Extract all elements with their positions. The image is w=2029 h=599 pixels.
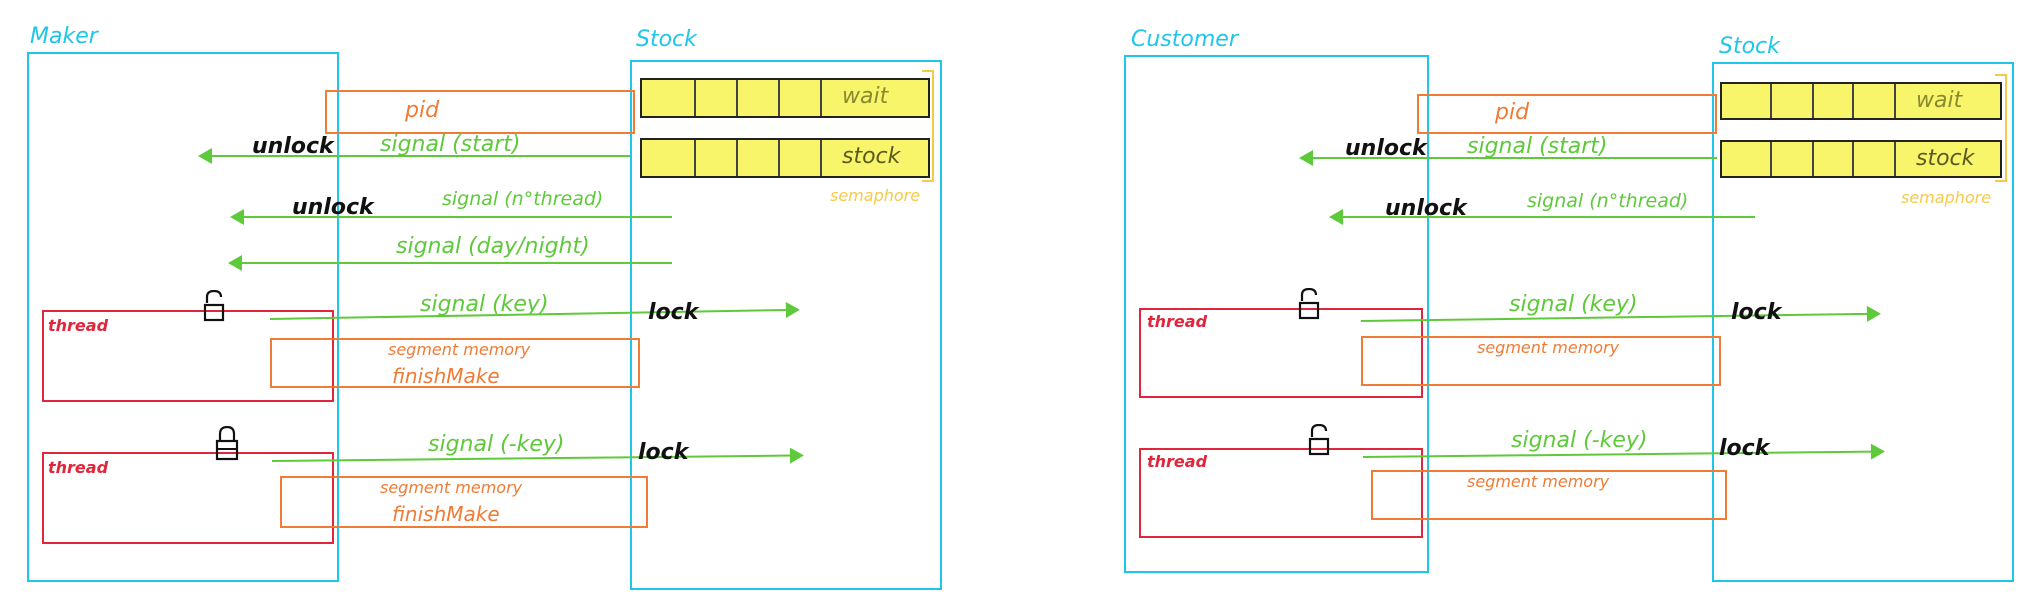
semaphore-bracket — [922, 70, 934, 182]
wait-label-2: wait — [1916, 88, 1963, 113]
wait-queue-2: wait — [1720, 82, 2002, 120]
semaphore-bracket-2 — [1995, 74, 2007, 182]
signal-daynight-arrow — [240, 262, 672, 264]
stock-title: Stock — [636, 27, 697, 52]
thread-label-2: thread — [48, 458, 109, 477]
customer-box — [1124, 55, 1429, 573]
signal-nthread-arrow-2 — [1341, 216, 1755, 218]
pid-label-2: pid — [1495, 100, 1530, 125]
stock-title-2: Stock — [1719, 34, 1780, 59]
signal-nthread-label: signal (n°thread) — [442, 188, 604, 210]
segment-memory-label-3: segment memory — [1477, 338, 1620, 357]
thread-box-4 — [1139, 448, 1423, 538]
signal-key-label-3: signal (key) — [1509, 292, 1638, 317]
maker-panel: Maker Stock pid wait stock semaphore unl… — [0, 0, 1000, 599]
segment-memory-box-4 — [1371, 470, 1727, 520]
signal-start-arrow — [210, 155, 630, 157]
segment-memory-label-2: segment memory — [380, 478, 523, 497]
signal-start-label: signal (start) — [380, 132, 521, 157]
segment-memory-label-4: segment memory — [1467, 472, 1610, 491]
customer-title: Customer — [1131, 27, 1238, 52]
signal-nthread-label-2: signal (n°thread) — [1527, 190, 1689, 212]
lock-label-2: lock — [638, 440, 689, 465]
pid-label: pid — [405, 98, 440, 123]
thread-label-3: thread — [1147, 312, 1208, 331]
thread-label-4: thread — [1147, 452, 1208, 471]
unlocked-padlock-icon-2 — [1298, 288, 1320, 320]
unlock-label-3: unlock — [1345, 136, 1427, 161]
maker-title: Maker — [30, 24, 98, 49]
thread-label-1: thread — [48, 316, 109, 335]
wait-queue: wait — [640, 78, 930, 118]
stock-label-2: stock — [1916, 146, 1975, 171]
lock-label-1: lock — [648, 300, 699, 325]
unlocked-padlock-icon — [203, 290, 225, 322]
stock-queue-2: stock — [1720, 140, 2002, 178]
semaphore-label: semaphore — [830, 186, 921, 205]
finish-make-label-2: finishMake — [392, 502, 500, 526]
signal-key-label-1: signal (key) — [420, 292, 549, 317]
signal-key-label-2: signal (-key) — [428, 432, 565, 457]
thread-box-3 — [1139, 308, 1423, 398]
thread-box-1 — [42, 310, 334, 402]
signal-nthread-arrow — [242, 216, 672, 218]
lock-label-4: lock — [1719, 436, 1770, 461]
thread-box-2 — [42, 452, 334, 544]
signal-key-label-4: signal (-key) — [1511, 428, 1648, 453]
unlock-label-4: unlock — [1385, 196, 1467, 221]
stock-label: stock — [842, 144, 901, 169]
unlocked-padlock-icon-3 — [1308, 424, 1330, 456]
stock-queue: stock — [640, 138, 930, 178]
wait-label: wait — [842, 84, 889, 109]
pid-box-2 — [1417, 94, 1717, 134]
signal-start-label-2: signal (start) — [1467, 134, 1608, 159]
segment-memory-box-2 — [280, 476, 648, 528]
unlock-label-2: unlock — [292, 195, 374, 220]
signal-daynight-label: signal (day/night) — [396, 234, 590, 259]
segment-memory-box-3 — [1361, 336, 1721, 386]
unlock-label-1: unlock — [252, 134, 334, 159]
pid-box — [325, 90, 635, 134]
semaphore-label-2: semaphore — [1901, 188, 1992, 207]
signal-start-arrow-2 — [1311, 157, 1717, 159]
segment-memory-box-1 — [270, 338, 640, 388]
lock-label-3: lock — [1731, 300, 1782, 325]
segment-memory-label-1: segment memory — [388, 340, 531, 359]
finish-make-label-1: finishMake — [392, 364, 500, 388]
locked-padlock-icon — [215, 426, 239, 461]
stock-box-2 — [1712, 62, 2014, 582]
stock-box — [630, 60, 942, 590]
customer-panel: Customer Stock pid wait stock semaphore … — [1095, 0, 2029, 599]
